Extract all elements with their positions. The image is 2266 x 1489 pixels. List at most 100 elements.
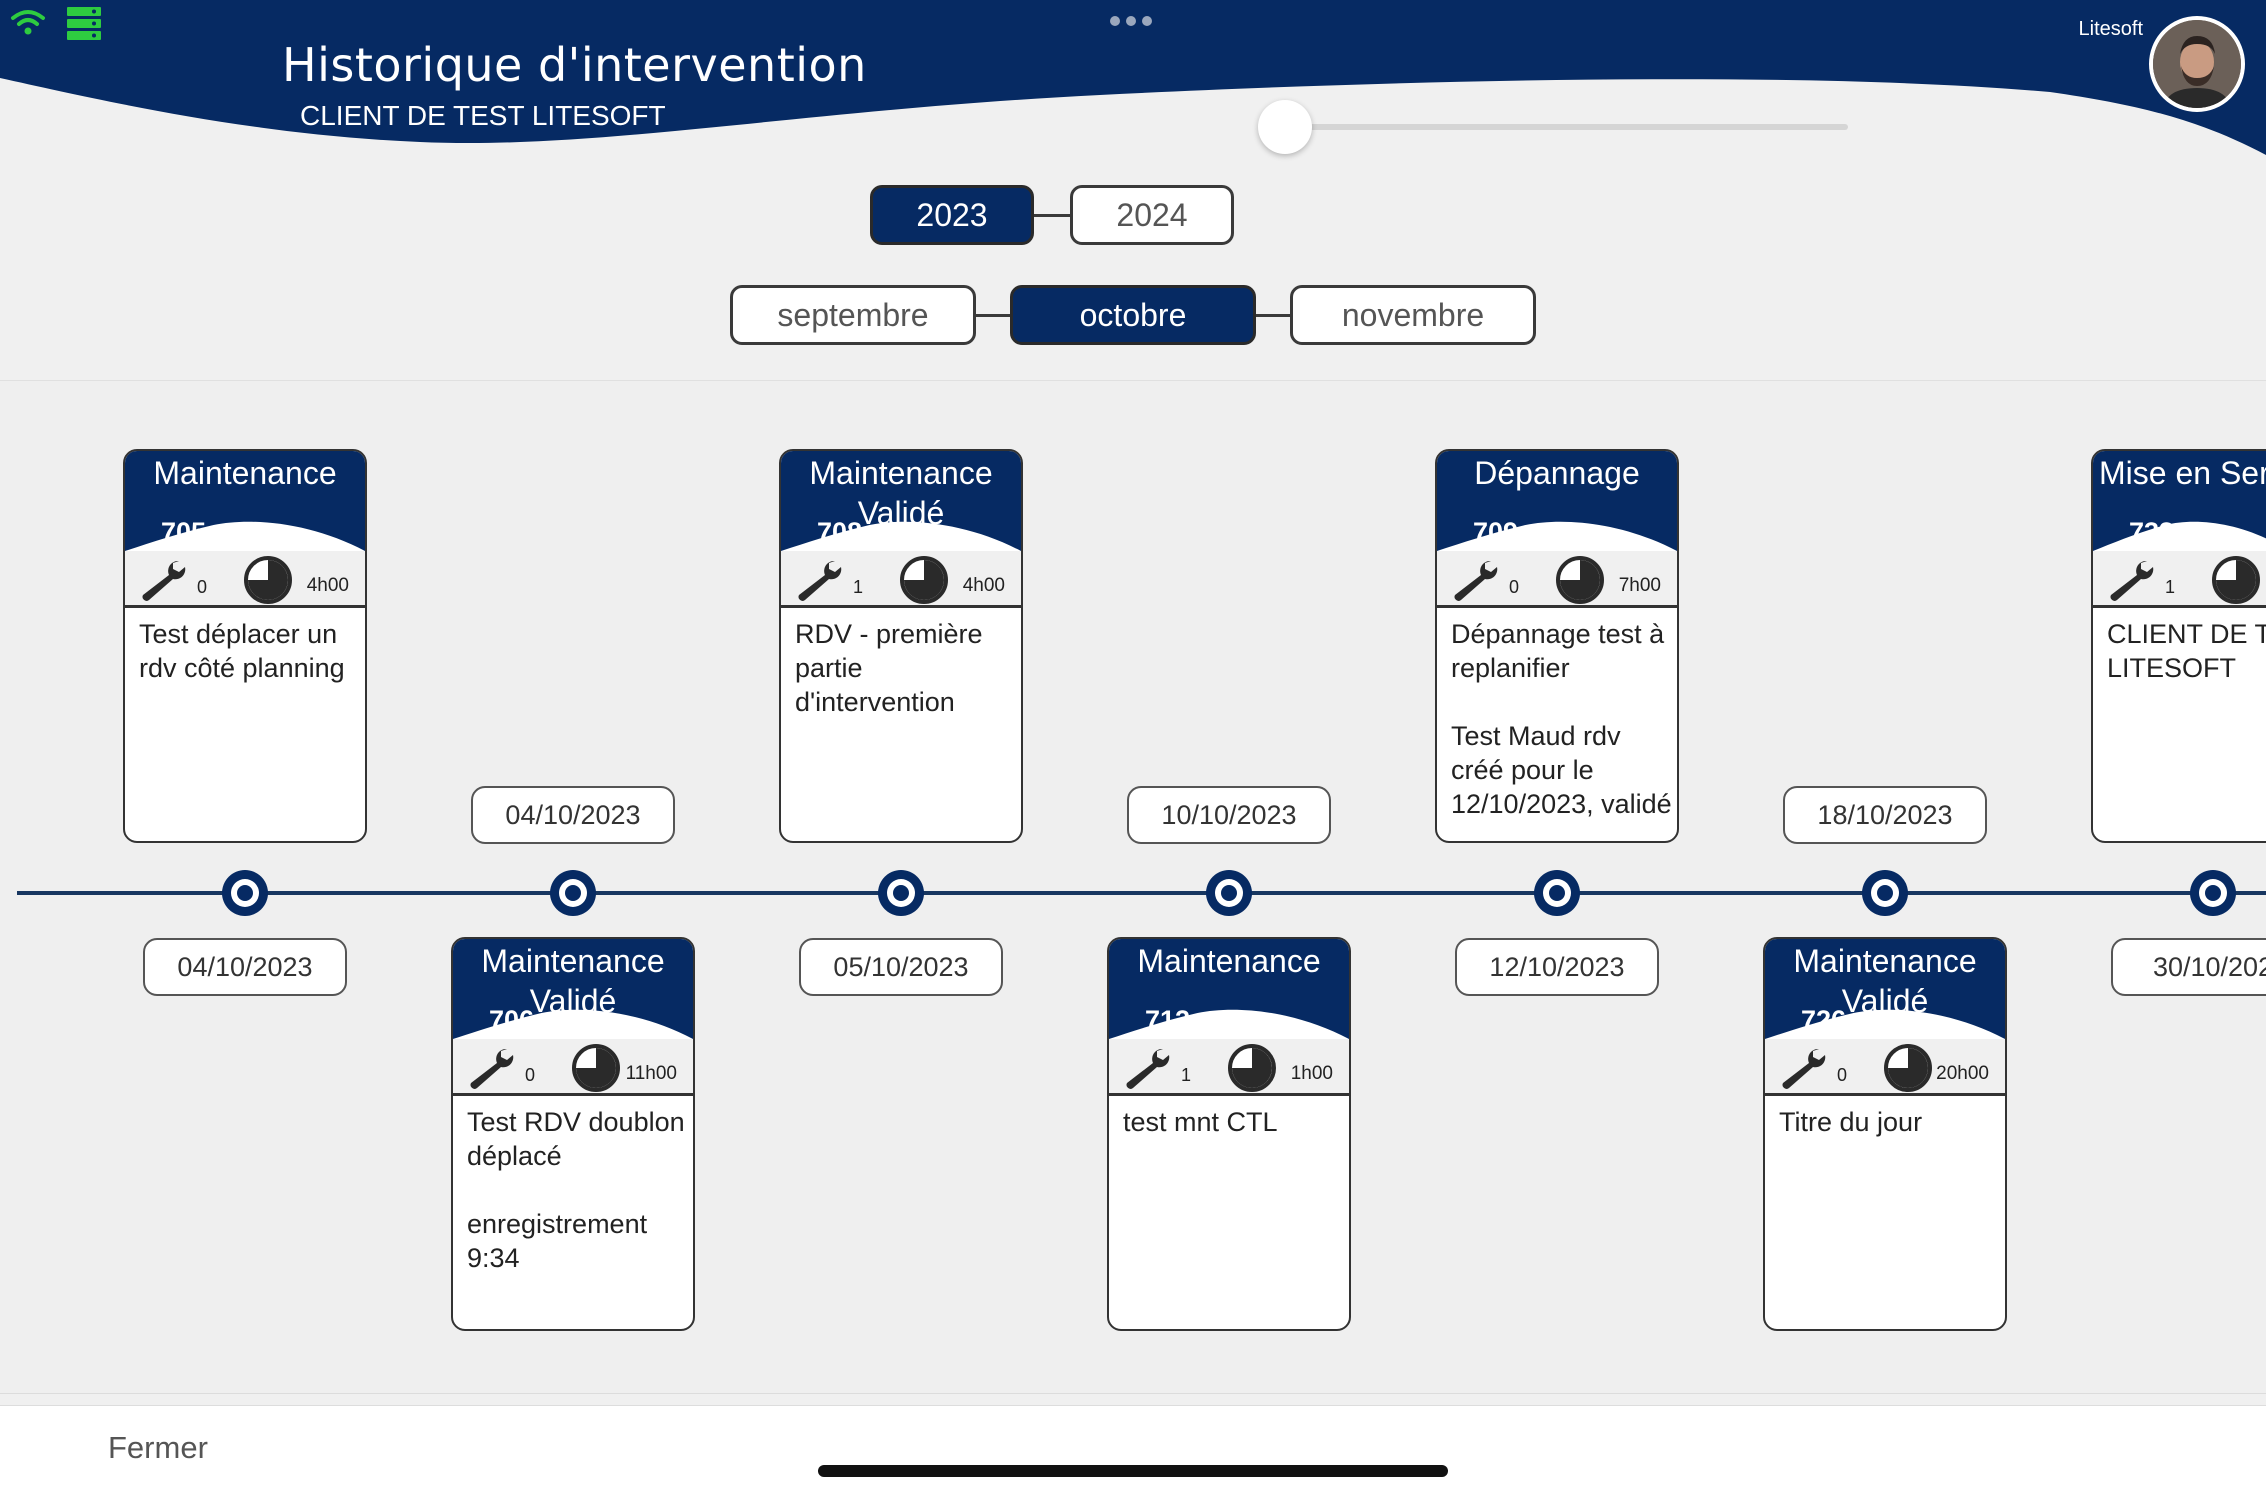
year-connector [1034,214,1070,217]
duration: 11h00 [625,1063,677,1084]
clock-icon [572,1044,620,1092]
card-description: Test déplacer un rdv côté planning [139,619,345,683]
clock-icon [2212,556,2260,604]
card-type: Maintenance [1793,943,1977,979]
duration: 20h00 [1936,1063,1989,1084]
card-header-bg [125,451,365,551]
card-description: Dépannage test à replanifier Test Maud r… [1451,619,1672,819]
intervention-card-705[interactable]: Maintenance 705 0 4h00 Test déplacer un … [123,449,367,843]
technician-count: 0 [1509,577,1520,597]
card-type: Maintenance [481,943,665,979]
month-novembre-button[interactable]: novembre [1290,285,1536,345]
wrench-icon [1454,560,1498,601]
timeline-node[interactable] [1862,870,1908,916]
date-label: 18/10/2023 [1783,786,1987,844]
card-header-bg [1109,939,1349,1039]
card-metrics: 0 4h00 [125,551,365,608]
slider-thumb[interactable] [1258,100,1312,154]
technician-count: 0 [525,1065,536,1085]
card-header-bg [781,451,1021,551]
wrench-icon [1782,1048,1826,1089]
wrench-icon [798,560,842,601]
card-type: Mise en Ser [2099,455,2266,491]
card-header-bg [2093,451,2266,551]
date-label: 30/10/202 [2111,938,2266,996]
intervention-card-708[interactable]: Maintenance Validé 708 1 4h00 RDV - prem… [779,449,1023,843]
month-octobre-button[interactable]: octobre [1010,285,1256,345]
avatar[interactable] [2149,16,2245,112]
card-type: Dépannage [1474,455,1640,491]
card-description: Titre du jour [1779,1107,1923,1137]
server-icon [67,7,101,40]
technician-count: 1 [853,577,864,597]
date-label: 04/10/2023 [471,786,675,844]
close-button[interactable]: Fermer [108,1430,208,1465]
wrench-icon [142,560,186,601]
timeline-node[interactable] [550,870,596,916]
month-connector [976,314,1010,317]
technician-count: 0 [1837,1065,1848,1085]
wifi-icon [11,10,45,35]
timeline-panel[interactable]: 04/10/2023 04/10/2023 05/10/2023 10/10/2… [0,380,2266,1394]
month-septembre-button[interactable]: septembre [730,285,976,345]
user-photo-icon [2153,20,2241,108]
timeline-node[interactable] [1534,870,1580,916]
more-options-icon[interactable] [1108,14,1154,28]
intervention-card-712[interactable]: Maintenance 712 1 1h00 test mnt CTL [1107,937,1351,1331]
duration: 1h00 [1290,1063,1333,1084]
page-title: Historique d'intervention [282,38,867,92]
card-description: test mnt CTL [1123,1107,1278,1137]
card-metrics: 0 7h00 [1437,551,1677,608]
intervention-card-709[interactable]: Dépannage 709 0 7h00 Dépannage test à re… [1435,449,1679,843]
card-number: 726 [1801,1005,1847,1035]
wrench-icon [1126,1048,1170,1089]
card-type: Maintenance [153,455,337,491]
card-description: RDV - première partie d'intervention [795,619,983,717]
card-number: 733 [2129,517,2175,547]
month-connector [1256,314,1290,317]
wrench-icon [470,1048,514,1089]
year-2023-button[interactable]: 2023 [870,185,1034,245]
card-number: 705 [161,517,207,547]
card-status: Validé [857,495,945,531]
card-metrics: 0 20h00 [1765,1039,2005,1096]
duration: 4h00 [306,575,349,596]
card-status: Validé [529,983,617,1019]
card-number: 708 [817,517,863,547]
card-type: Maintenance [1137,943,1321,979]
card-header-bg [1765,939,2005,1039]
page-subtitle: CLIENT DE TEST LITESOFT [300,100,666,131]
card-type: Maintenance [809,455,993,491]
wrench-icon [2110,560,2154,601]
timeline-axis [17,891,2266,895]
duration: 7h00 [1618,575,1661,596]
home-indicator[interactable] [818,1465,1448,1477]
card-number: 706 [489,1005,535,1035]
card-metrics: 1 [2093,551,2266,608]
card-description: Test RDV doublon déplacé enregistrement … [467,1107,685,1273]
user-name: Litesoft [2078,18,2143,40]
footer-bar: Fermer [0,1405,2266,1489]
card-description: CLIENT DE T LITESOFT [2107,619,2266,683]
timeline-node[interactable] [2190,870,2236,916]
technician-count: 1 [2165,577,2176,597]
year-2024-button[interactable]: 2024 [1070,185,1234,245]
intervention-card-733[interactable]: Mise en Ser 733 1 CLIENT DE T LITESOFT [2091,449,2266,843]
header-banner [0,0,2266,155]
timeline-node[interactable] [1206,870,1252,916]
intervention-card-706[interactable]: Maintenance Validé 706 0 11h00 Test RDV … [451,937,695,1331]
clock-icon [1884,1044,1932,1092]
clock-icon [1556,556,1604,604]
date-label: 05/10/2023 [799,938,1003,996]
slider-track[interactable] [1284,124,1848,130]
technician-count: 1 [1181,1065,1192,1085]
card-header-bg [1437,451,1677,551]
clock-icon [244,556,292,604]
timeline-node[interactable] [878,870,924,916]
timeline-node[interactable] [222,870,268,916]
card-status: Validé [1841,983,1929,1019]
clock-icon [900,556,948,604]
duration: 4h00 [962,575,1005,596]
intervention-card-726[interactable]: Maintenance Validé 726 0 20h00 Titre du … [1763,937,2007,1331]
